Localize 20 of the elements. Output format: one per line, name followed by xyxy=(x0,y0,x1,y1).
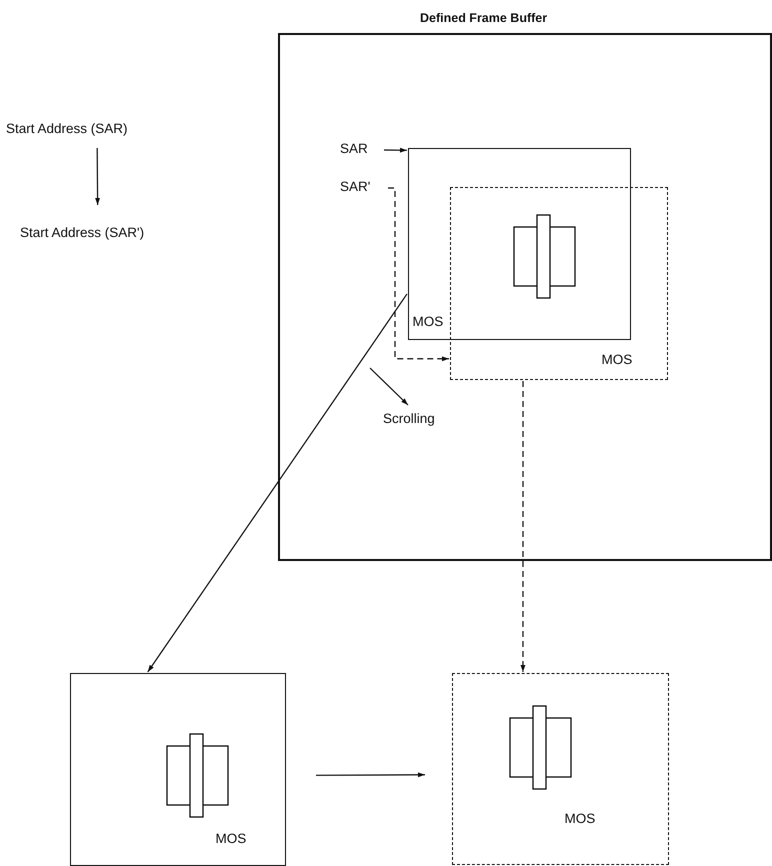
direction-label: Scrolling xyxy=(383,411,435,427)
area-title: Defined Frame Buffer xyxy=(420,10,548,26)
display-window xyxy=(452,673,669,865)
node-label: SAR' xyxy=(340,179,386,197)
node-label: SAR xyxy=(340,141,382,159)
display-window xyxy=(408,148,631,340)
node-label: Start Address (SAR') xyxy=(20,225,216,245)
window-label: MOS xyxy=(412,314,444,330)
arrow xyxy=(316,772,425,778)
arrow xyxy=(384,148,407,153)
display-window xyxy=(70,673,286,866)
display-window xyxy=(450,187,668,380)
arrow xyxy=(388,187,449,362)
window-label: MOS xyxy=(564,810,596,826)
node-label: Start Address (SAR) xyxy=(6,121,196,141)
window-label: MOS xyxy=(216,830,246,846)
arrow xyxy=(520,381,526,672)
arrow xyxy=(147,294,408,672)
arrow xyxy=(95,148,100,205)
window-label: MOS xyxy=(602,352,632,368)
